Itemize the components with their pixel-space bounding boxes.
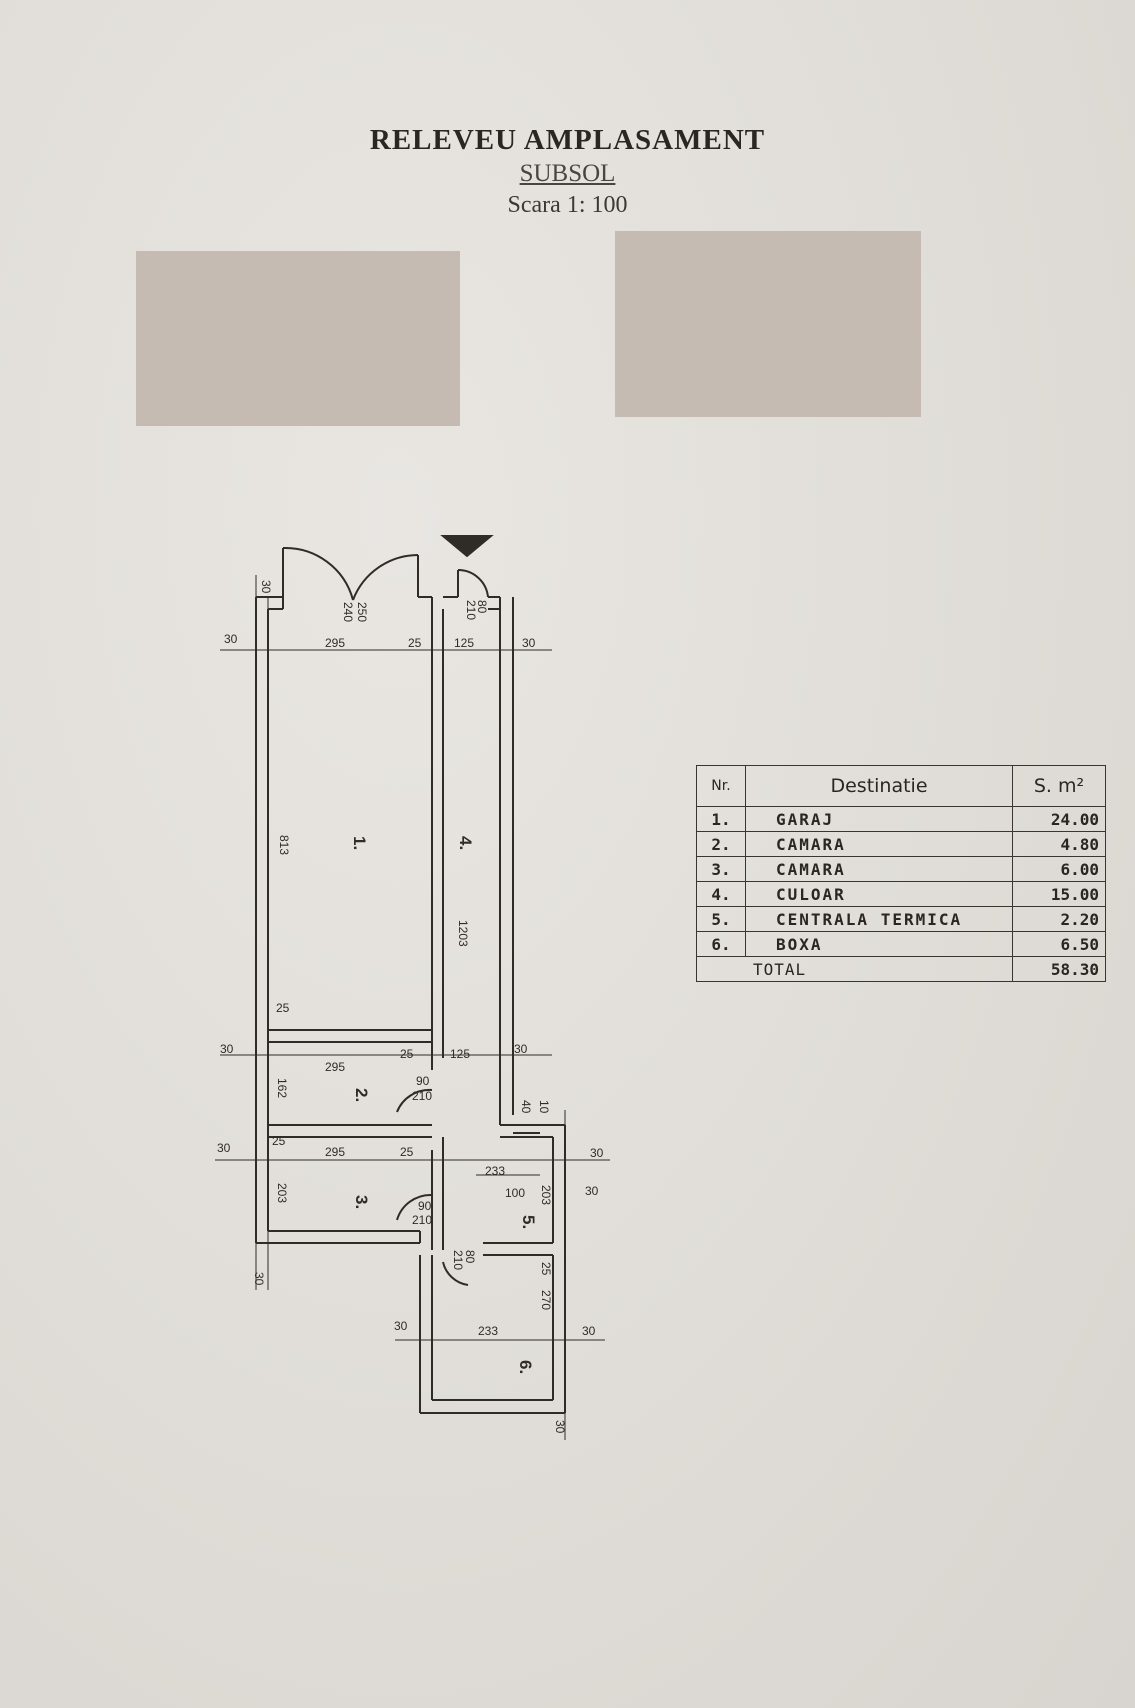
- row-nr: 6.: [696, 931, 746, 957]
- table-header-row: Nr. Destinatie S. m²: [696, 765, 1106, 807]
- row-dest: CAMARA: [745, 856, 1013, 882]
- dim-label: 30: [522, 636, 536, 650]
- header-area: S. m²: [1012, 765, 1106, 807]
- dim-label: 30: [217, 1141, 231, 1155]
- dim-label: 30: [590, 1146, 604, 1160]
- room-number-1: 1.: [350, 836, 369, 850]
- dim-label: 30: [224, 632, 238, 646]
- dim-label: 30: [553, 1420, 567, 1434]
- dim-label: 25: [276, 1001, 290, 1015]
- row-area: 24.00: [1012, 806, 1106, 832]
- dim-label: 100: [505, 1186, 525, 1200]
- dim-label: 233: [485, 1164, 505, 1178]
- dim-label: 30: [259, 580, 273, 594]
- row-nr: 4.: [696, 881, 746, 907]
- page-title: RELEVEU AMPLASAMENT: [369, 124, 766, 156]
- total-label: TOTAL: [696, 956, 1013, 982]
- dim-label: 203: [539, 1185, 553, 1205]
- dim-label: 80: [475, 600, 489, 614]
- dim-label: 10: [537, 1100, 551, 1114]
- total-value: 58.30: [1012, 956, 1106, 982]
- dim-label: 90: [418, 1199, 432, 1213]
- dim-label: 210: [451, 1250, 465, 1270]
- table-row: 3. CAMARA 6.00: [696, 856, 1106, 882]
- row-dest: CENTRALA TERMICA: [745, 906, 1013, 932]
- table-row: 2. CAMARA 4.80: [696, 831, 1106, 857]
- dim-label: 295: [325, 1145, 345, 1159]
- dim-label: 270: [539, 1290, 553, 1310]
- dim-label: 30: [394, 1319, 408, 1333]
- dim-label: 30: [252, 1272, 266, 1286]
- dim-label: 25: [400, 1047, 414, 1061]
- dim-label: 25: [539, 1262, 553, 1276]
- row-dest: BOXA: [745, 931, 1013, 957]
- dim-label: 295: [325, 636, 345, 650]
- table-row: 6. BOXA 6.50: [696, 931, 1106, 957]
- row-area: 6.00: [1012, 856, 1106, 882]
- dim-label: 25: [408, 636, 422, 650]
- entrance-arrow-icon: [440, 535, 494, 558]
- table-row: 4. CULOAR 15.00: [696, 881, 1106, 907]
- row-area: 6.50: [1012, 931, 1106, 957]
- surface-table: Nr. Destinatie S. m² 1. GARAJ 24.00 2. C…: [696, 765, 1106, 982]
- row-dest: CULOAR: [745, 881, 1013, 907]
- dim-label: 125: [450, 1047, 470, 1061]
- dim-label: 90: [416, 1074, 430, 1088]
- room-number-2: 2.: [352, 1088, 371, 1102]
- page-subtitle: SUBSOL: [519, 160, 616, 187]
- dim-label: 40: [519, 1100, 533, 1114]
- room-number-4: 4.: [456, 836, 475, 850]
- redacted-block-right: [615, 231, 921, 417]
- header-destinatie: Destinatie: [745, 765, 1013, 807]
- room-number-5: 5.: [519, 1215, 538, 1229]
- dim-label: 203: [275, 1183, 289, 1203]
- dim-label: 162: [275, 1078, 289, 1098]
- scale-label: Scara 1: 100: [507, 192, 628, 218]
- dim-label: 813: [277, 835, 291, 855]
- dim-label: 210: [412, 1213, 432, 1227]
- dim-label: 25: [400, 1145, 414, 1159]
- row-nr: 3.: [696, 856, 746, 882]
- row-area: 15.00: [1012, 881, 1106, 907]
- dim-label: 125: [454, 636, 474, 650]
- row-nr: 2.: [696, 831, 746, 857]
- dim-label: 25: [272, 1134, 286, 1148]
- row-area: 4.80: [1012, 831, 1106, 857]
- row-nr: 5.: [696, 906, 746, 932]
- row-area: 2.20: [1012, 906, 1106, 932]
- dim-label: 30: [220, 1042, 234, 1056]
- dim-label: 250: [355, 602, 369, 622]
- dim-label: 1203: [456, 920, 470, 947]
- row-nr: 1.: [696, 806, 746, 832]
- dim-label: 210: [464, 600, 478, 620]
- table-total-row: TOTAL 58.30: [696, 956, 1106, 982]
- row-dest: GARAJ: [745, 806, 1013, 832]
- dim-label: 210: [412, 1089, 432, 1103]
- table-row: 5. CENTRALA TERMICA 2.20: [696, 906, 1106, 932]
- dim-label: 30: [514, 1042, 528, 1056]
- table-row: 1. GARAJ 24.00: [696, 806, 1106, 832]
- room-number-6: 6.: [516, 1360, 535, 1374]
- dim-label: 30: [585, 1184, 599, 1198]
- header-nr: Nr.: [696, 765, 746, 807]
- dim-label: 295: [325, 1060, 345, 1074]
- dim-label: 30: [582, 1324, 596, 1338]
- dim-label: 80: [463, 1250, 477, 1264]
- room-number-3: 3.: [352, 1195, 371, 1209]
- redacted-block-left: [136, 251, 460, 426]
- dim-label: 240: [341, 602, 355, 622]
- dim-label: 233: [478, 1324, 498, 1338]
- row-dest: CAMARA: [745, 831, 1013, 857]
